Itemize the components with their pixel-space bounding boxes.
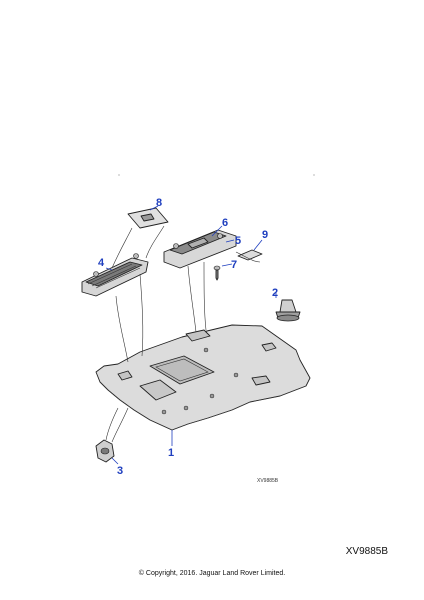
callout-5: 5 bbox=[235, 235, 241, 247]
callout-2: 2 bbox=[272, 287, 278, 299]
callout-1: 1 bbox=[168, 447, 174, 459]
inline-reference-code: XV9885B bbox=[257, 478, 279, 484]
corner-mark bbox=[313, 174, 315, 176]
callout-7: 7 bbox=[231, 259, 237, 271]
clip-hole bbox=[233, 372, 239, 378]
leader-lines bbox=[105, 205, 277, 465]
clip-hole bbox=[203, 347, 209, 353]
bracket bbox=[237, 249, 263, 261]
callout-4: 4 bbox=[98, 257, 105, 269]
grommet bbox=[95, 439, 115, 463]
corner-mark bbox=[118, 174, 120, 176]
clip-hole bbox=[161, 409, 167, 415]
screw bbox=[213, 265, 221, 281]
callout-8: 8 bbox=[156, 197, 162, 209]
callout-3: 3 bbox=[117, 465, 123, 477]
front-console-lamp bbox=[163, 229, 237, 269]
copyright-notice: © Copyright, 2016. Jaguar Land Rover Lim… bbox=[138, 570, 286, 577]
lamp-lens bbox=[127, 207, 169, 229]
headlining-panel bbox=[95, 324, 311, 431]
reference-code: XV9885B bbox=[345, 546, 388, 557]
retaining-clip bbox=[275, 299, 301, 322]
installation-lines bbox=[105, 225, 261, 443]
clip-hole bbox=[209, 393, 215, 399]
rear-interior-lamp bbox=[81, 253, 149, 297]
callout-6: 6 bbox=[222, 217, 228, 229]
callout-9: 9 bbox=[262, 229, 268, 241]
clip-hole bbox=[183, 405, 189, 411]
